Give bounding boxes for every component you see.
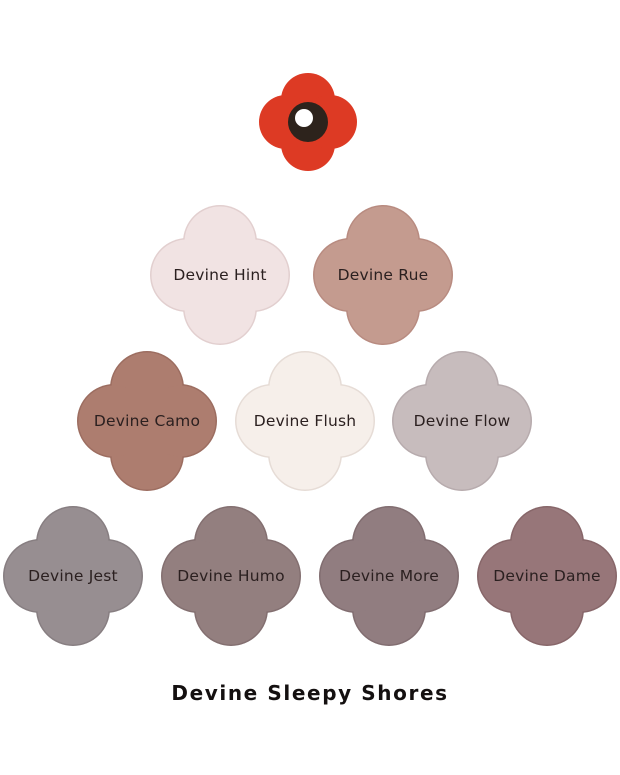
swatch-devine-camo[interactable]: Devine Camo <box>77 351 217 491</box>
swatch-label: Devine Hint <box>173 266 267 284</box>
swatch-label: Devine Flush <box>253 412 357 430</box>
quatrefoil-shape <box>392 351 532 491</box>
quatrefoil-shape <box>77 351 217 491</box>
swatch-label: Devine Flow <box>413 412 511 430</box>
swatch-devine-more[interactable]: Devine More <box>319 506 459 646</box>
quatrefoil-shape <box>319 506 459 646</box>
collection-title: Devine Sleepy Shores <box>171 681 449 705</box>
swatch-label: Devine Dame <box>493 567 601 585</box>
swatch-devine-jest[interactable]: Devine Jest <box>3 506 143 646</box>
quatrefoil-shape <box>3 506 143 646</box>
swatch-label: Devine Rue <box>337 266 429 284</box>
swatch-devine-rue[interactable]: Devine Rue <box>313 205 453 345</box>
quatrefoil-shape <box>235 351 375 491</box>
swatch-devine-dame[interactable]: Devine Dame <box>477 506 617 646</box>
swatch-label: Devine Camo <box>93 412 201 430</box>
swatch-label: Devine Humo <box>177 567 285 585</box>
swatch-devine-flow[interactable]: Devine Flow <box>392 351 532 491</box>
quatrefoil-shape <box>150 205 290 345</box>
poppy-flower-icon <box>259 73 357 171</box>
swatch-label: Devine More <box>339 567 439 585</box>
brand-logo <box>258 73 358 171</box>
swatch-devine-hint[interactable]: Devine Hint <box>150 205 290 345</box>
quatrefoil-shape <box>477 506 617 646</box>
swatch-devine-humo[interactable]: Devine Humo <box>161 506 301 646</box>
quatrefoil-shape <box>313 205 453 345</box>
quatrefoil-shape <box>161 506 301 646</box>
swatch-label: Devine Jest <box>28 567 118 585</box>
swatch-devine-flush[interactable]: Devine Flush <box>235 351 375 491</box>
